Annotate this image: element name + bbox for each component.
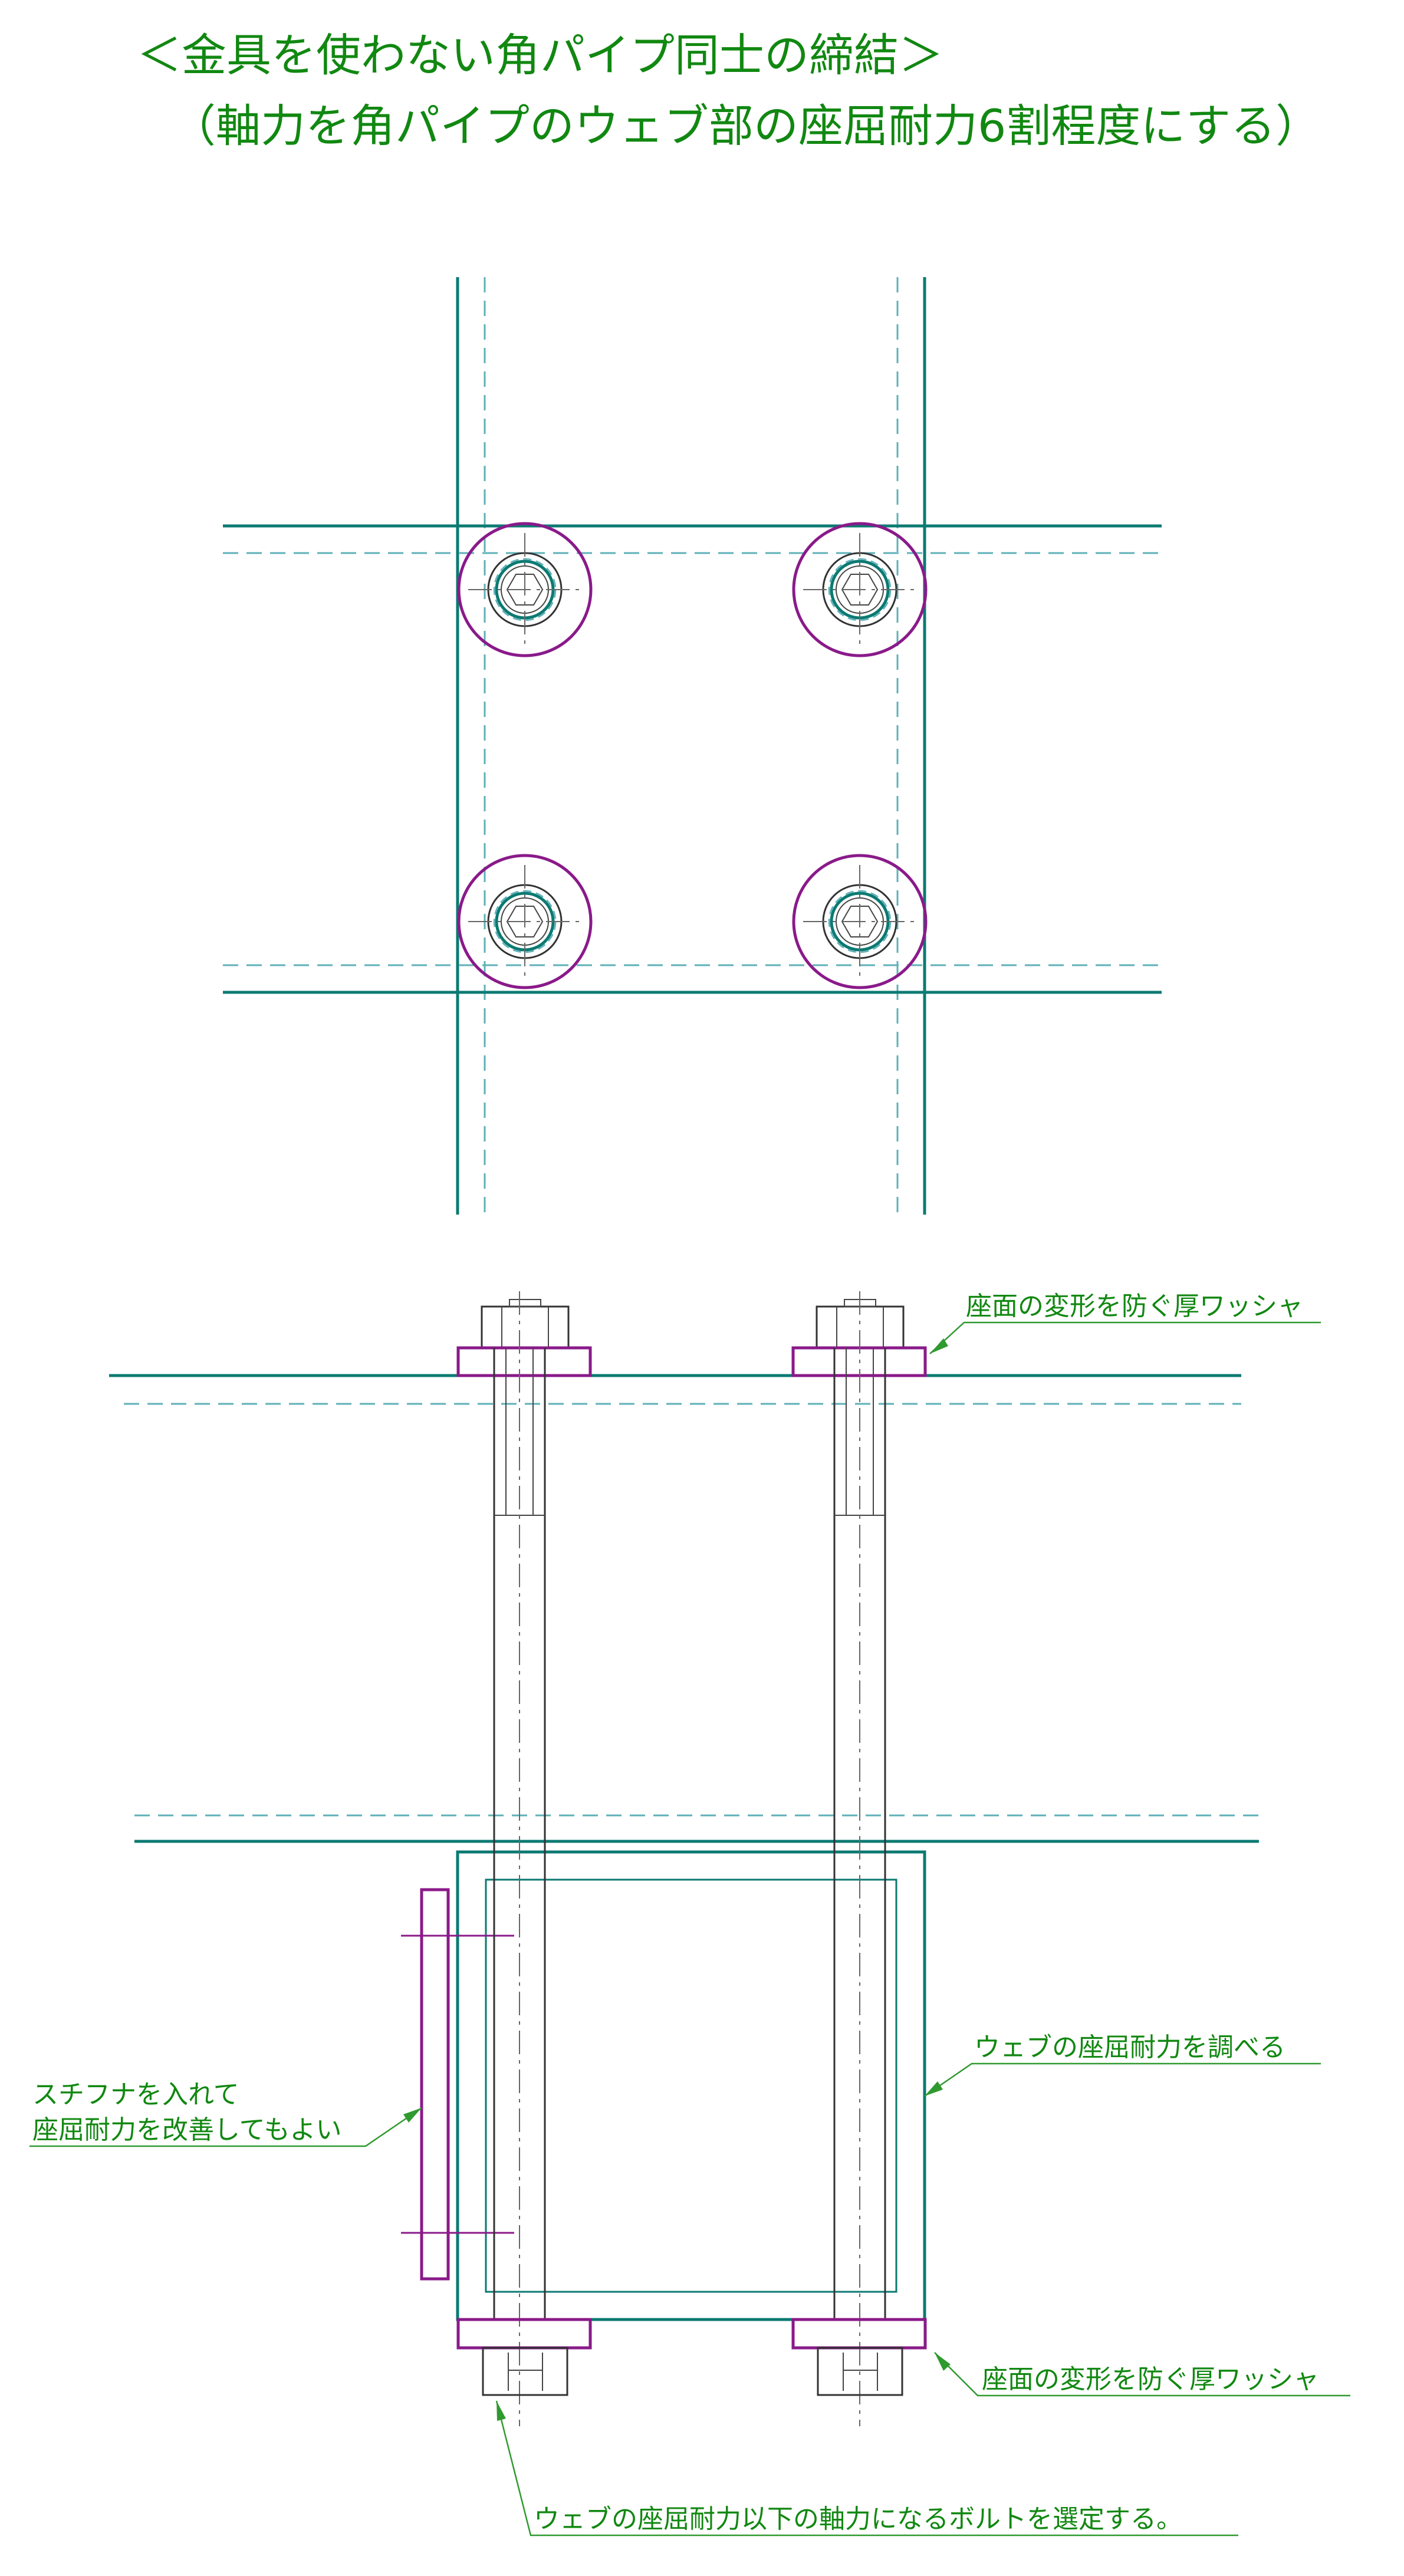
stiffener-plate xyxy=(420,1888,450,2281)
title-line-2: （軸力を角パイプのウェブ部の座屈耐力6割程度にする） xyxy=(171,100,1320,152)
annotation-stiffener: スチフナを入れて 座屈耐力を改善してもよい xyxy=(29,2080,422,2147)
top-washer-leader xyxy=(929,1321,1321,1354)
stiffener-arrowhead xyxy=(403,2108,422,2123)
title-line-1: ＜金具を使わない角パイプ同士の締結＞ xyxy=(137,29,943,81)
elevation-bolt-right xyxy=(791,1291,927,2426)
annotation-bolt-selection: ウェブの座屈耐力以下の軸力になるボルトを選定する。 xyxy=(495,2400,1238,2536)
plan-bolt-top-left xyxy=(459,524,591,656)
plan-view xyxy=(223,277,1162,1215)
square-pipe-inner-wall xyxy=(485,1878,897,2293)
plan-bolt-top-right xyxy=(794,524,926,656)
left-bolt-head xyxy=(482,2347,568,2396)
bottom-washer-leader xyxy=(934,2352,1350,2397)
plan-bolt-bottom-right xyxy=(794,856,926,988)
right-bolt-head xyxy=(817,2347,903,2396)
elevation-view: 座面の変形を防ぐ厚ワッシャ ウェブの座屈耐力を調べる スチフナを入れて 座屈耐力… xyxy=(29,1291,1350,2536)
top-washer-label: 座面の変形を防ぐ厚ワッシャ xyxy=(966,1291,1303,1321)
stiffener-label-line-2: 座屈耐力を改善してもよい xyxy=(32,2115,341,2145)
bottom-washer-label: 座面の変形を防ぐ厚ワッシャ xyxy=(982,2364,1319,2394)
stiffener-label-line-1: スチフナを入れて xyxy=(32,2080,239,2110)
bolt-selection-leader xyxy=(495,2400,1238,2536)
annotation-web-buckling: ウェブの座屈耐力を調べる xyxy=(924,2032,1321,2097)
web-buckling-leader xyxy=(924,2062,1321,2097)
annotation-bottom-washer: 座面の変形を防ぐ厚ワッシャ xyxy=(934,2352,1350,2397)
bottom-washer-arrowhead xyxy=(935,2353,951,2371)
elevation-bolt-left xyxy=(456,1291,592,2426)
left-nut xyxy=(481,1305,570,1349)
annotation-top-washer: 座面の変形を防ぐ厚ワッシャ xyxy=(929,1291,1321,1354)
bolt-selection-arrowhead xyxy=(497,2401,506,2421)
left-top-washer xyxy=(456,1346,592,1377)
left-bottom-washer xyxy=(456,2318,592,2350)
top-washer-arrowhead xyxy=(930,1338,948,1354)
web-buckling-arrowhead xyxy=(925,2081,943,2096)
web-buckling-label: ウェブの座屈耐力を調べる xyxy=(974,2032,1285,2062)
square-pipe-outer-wall xyxy=(456,1850,926,2321)
bolt-selection-label: ウェブの座屈耐力以下の軸力になるボルトを選定する。 xyxy=(534,2504,1182,2534)
stiffener-leader xyxy=(29,2107,422,2147)
plan-bolt-bottom-left xyxy=(459,856,591,988)
